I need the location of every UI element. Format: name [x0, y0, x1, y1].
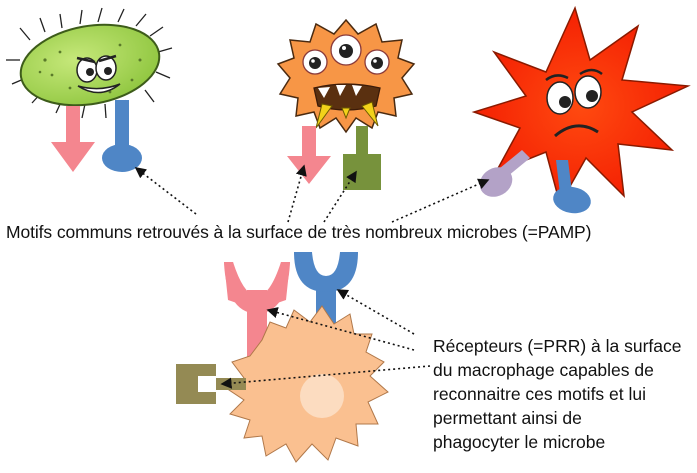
macrophage-nucleus	[300, 374, 344, 418]
blue-lollipop-motif	[102, 100, 142, 172]
pink-arrow-motif-2	[287, 126, 331, 184]
prr-caption-line-1: Récepteurs (=PRR) à la surface	[433, 334, 695, 358]
green-bacterium	[6, 8, 172, 172]
lilac-lollipop-motif	[474, 150, 530, 203]
prr-caption-line-5: phagocyter le microbe	[433, 430, 695, 454]
red-star-microbe	[474, 8, 688, 216]
pink-arrow-motif	[51, 106, 95, 172]
macrophage-group	[176, 252, 388, 462]
prr-caption-line-2: du macrophage capables de	[433, 358, 695, 382]
pamp-caption: Motifs communs retrouvés à la surface de…	[6, 222, 696, 243]
prr-caption-line-4: permettant ainsi de	[433, 406, 695, 430]
olive-receptor	[176, 364, 246, 404]
orange-monster	[278, 20, 414, 190]
prr-caption-line-3: reconnaitre ces motifs et lui	[433, 382, 695, 406]
prr-caption: Récepteurs (=PRR) à la surface du macrop…	[433, 334, 695, 454]
green-connector-motif	[343, 126, 381, 190]
